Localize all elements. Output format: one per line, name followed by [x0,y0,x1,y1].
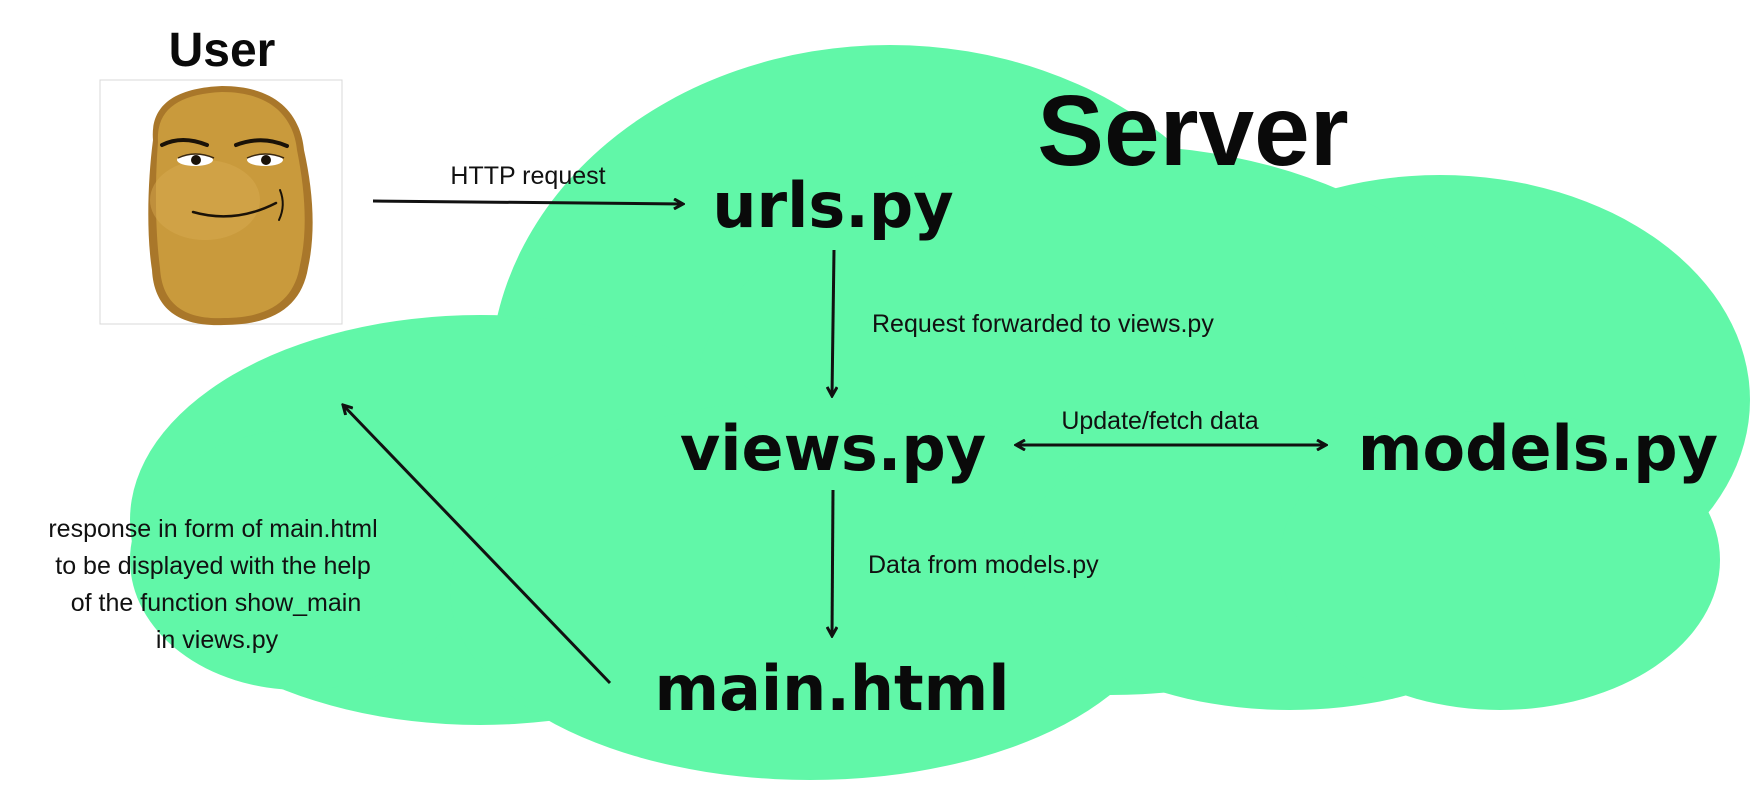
response-arrow [343,405,612,685]
data-flow-arrow [832,489,833,636]
update-fetch-label: Update/fetch data [1061,407,1258,435]
node-views-py: views.py [680,412,986,485]
data-from-models-label: Data from models.py [868,551,1099,579]
server-cloud [130,45,1750,780]
response-label: response in form of main.html to be disp… [48,515,377,654]
response-label-line: response in form of main.html [48,515,377,543]
chicken-nugget-face-icon [148,86,313,326]
user-avatar [99,79,343,326]
response-label-line: of the function show_main [71,589,361,617]
server-title: Server [1037,75,1348,187]
http-request-arrow [372,201,683,204]
http-request-label: HTTP request [450,162,605,190]
forward-arrow [832,249,834,396]
node-main-html: main.html [654,652,1009,725]
response-label-line: in views.py [156,626,279,654]
node-models-py: models.py [1358,412,1718,485]
user-label: User [169,24,276,77]
forwarded-label: Request forwarded to views.py [872,310,1214,338]
response-label-line: to be displayed with the help [55,552,371,580]
node-urls-py: urls.py [712,169,953,242]
